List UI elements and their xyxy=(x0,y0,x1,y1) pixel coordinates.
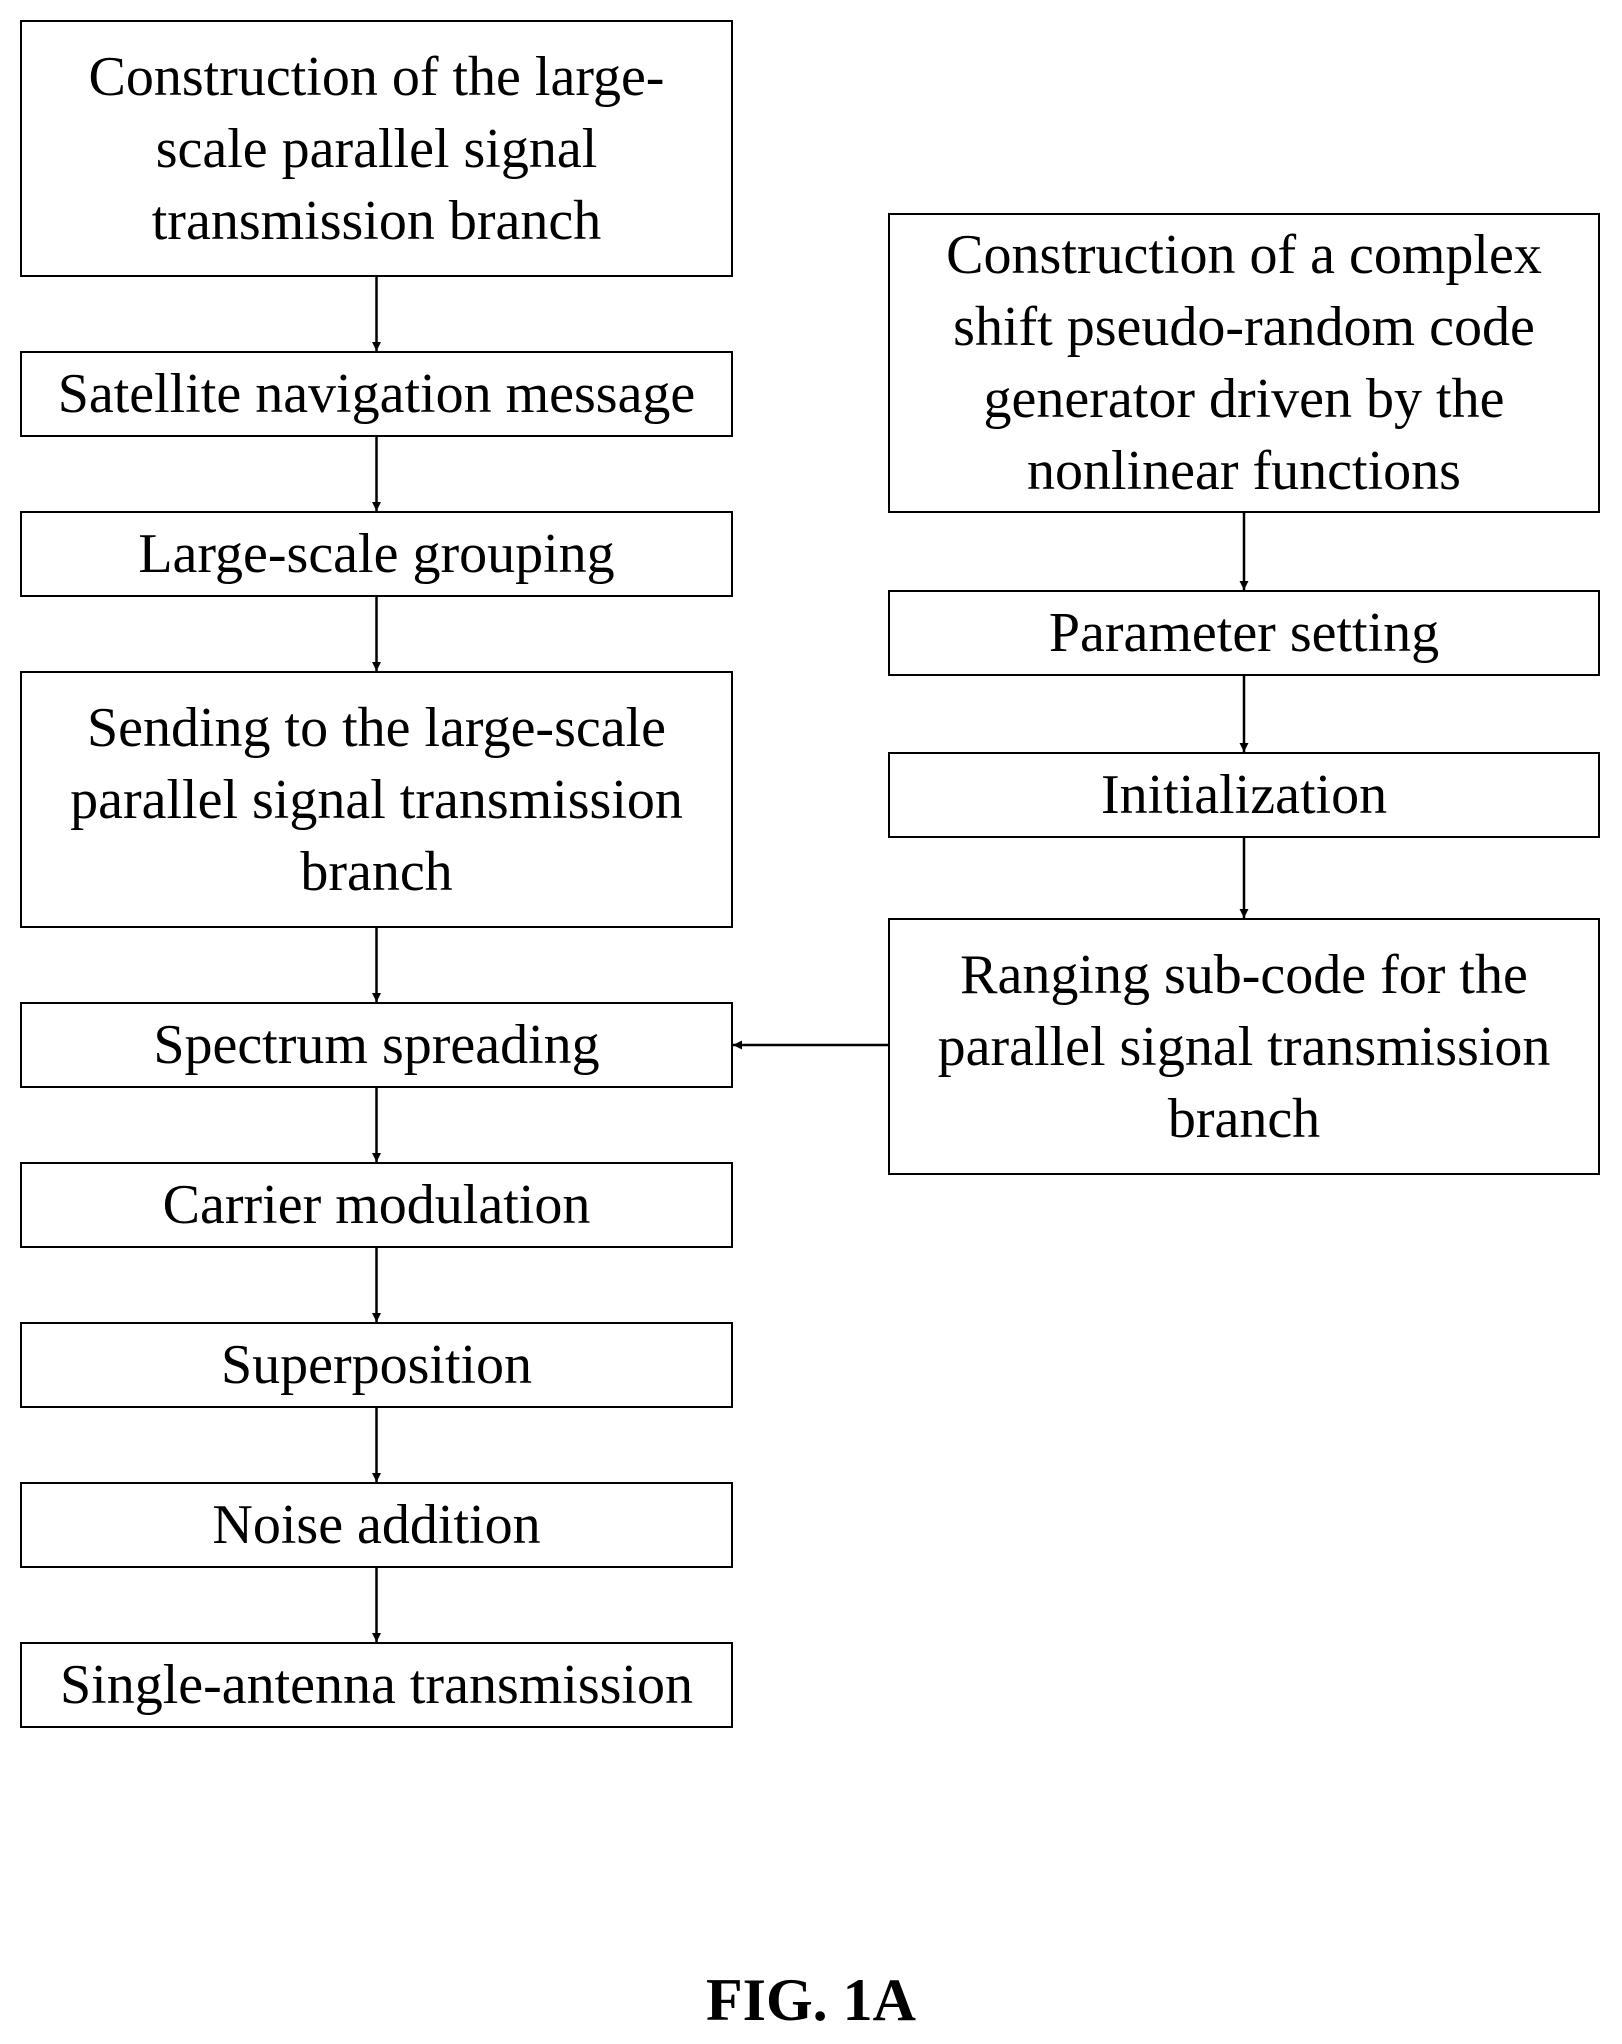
node-parameter-setting: Parameter setting xyxy=(888,590,1600,676)
node-noise-addition: Noise addition xyxy=(20,1482,733,1568)
node-label: Noise addition xyxy=(212,1489,540,1561)
node-label: Satellite navigation message xyxy=(58,358,696,430)
node-construction-code-generator: Construction of a complex shift pseudo-r… xyxy=(888,213,1600,513)
figure-caption: FIG. 1A xyxy=(0,1960,1622,2040)
node-label: Carrier modulation xyxy=(163,1169,591,1241)
node-superposition: Superposition xyxy=(20,1322,733,1408)
node-single-antenna-transmission: Single-antenna transmission xyxy=(20,1642,733,1728)
node-initialization: Initialization xyxy=(888,752,1600,838)
node-large-scale-grouping: Large-scale grouping xyxy=(20,511,733,597)
node-construction-branch: Construction of the large-scale parallel… xyxy=(20,20,733,277)
node-sending-to-branch: Sending to the large-scale parallel sign… xyxy=(20,671,733,928)
node-spectrum-spreading: Spectrum spreading xyxy=(20,1002,733,1088)
node-label: Initialization xyxy=(1101,759,1387,831)
node-label: Sending to the large-scale parallel sign… xyxy=(30,692,723,908)
node-carrier-modulation: Carrier modulation xyxy=(20,1162,733,1248)
node-label: Construction of the large-scale parallel… xyxy=(57,41,697,257)
node-label: Single-antenna transmission xyxy=(60,1649,693,1721)
node-label: Construction of a complex shift pseudo-r… xyxy=(898,219,1590,507)
node-label: Parameter setting xyxy=(1049,597,1439,669)
node-label: Superposition xyxy=(221,1329,532,1401)
node-ranging-sub-code: Ranging sub-code for the parallel signal… xyxy=(888,918,1600,1175)
node-label: Spectrum spreading xyxy=(153,1009,599,1081)
node-satellite-navigation-message: Satellite navigation message xyxy=(20,351,733,437)
node-label: Large-scale grouping xyxy=(138,518,614,590)
node-label: Ranging sub-code for the parallel signal… xyxy=(898,939,1590,1155)
